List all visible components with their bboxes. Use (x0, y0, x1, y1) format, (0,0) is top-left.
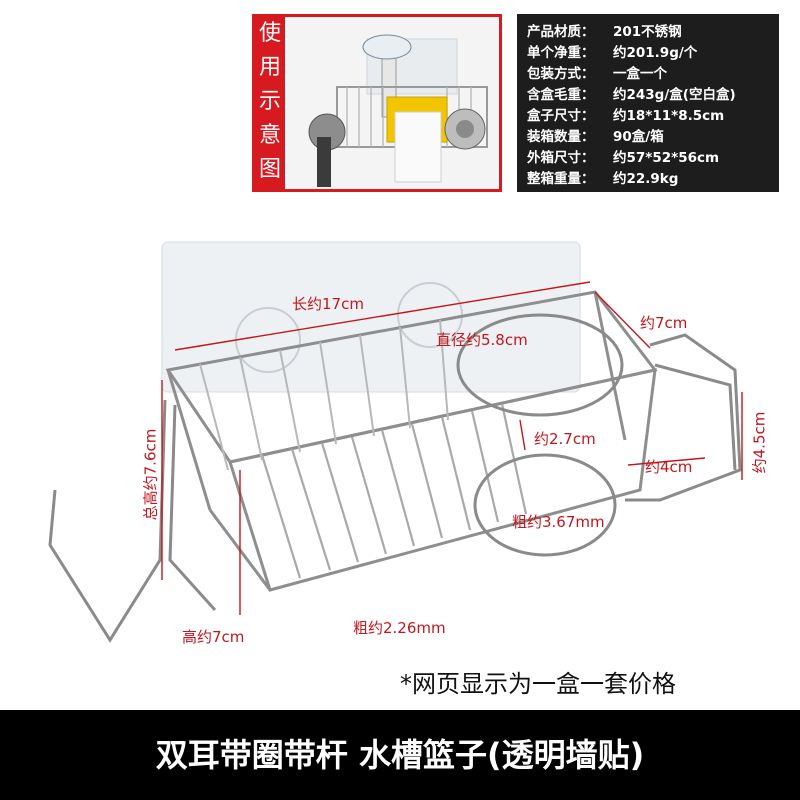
wall-sticker (161, 241, 581, 393)
spec-value: 一盒一个 (613, 66, 667, 82)
spec-row: 盒子尺寸： 约18*11*8.5cm (527, 104, 724, 124)
footer-banner: 双耳带圈带杆 水槽篮子(透明墙贴) (0, 710, 800, 800)
spec-table: 产品材质： 201不锈钢 单个净重： 约201.9g/个 包装方式： 一盒一个 含盒毛… (517, 14, 779, 192)
basket-back-wires (199, 319, 449, 471)
usage-illustration-panel: 使 用 示 意 图 (252, 14, 502, 192)
spec-label: 装箱数量： (527, 129, 595, 145)
usage-photo (287, 17, 499, 189)
spec-row: 单个净重： 约201.9g/个 (527, 41, 697, 61)
spec-label: 整箱重量： (527, 171, 595, 187)
spec-label: 盒子尺寸： (527, 108, 595, 124)
spec-row: 含盒毛重： 约243g/盒(空白盒) (527, 83, 736, 103)
spec-value: 约57*52*56cm (613, 150, 720, 166)
usage-label-char: 图 (258, 157, 281, 182)
dimension-length: 长约17cm (292, 295, 364, 313)
dimension-ring-wire: 粗约3.67mm (512, 513, 605, 531)
spec-value: 90盒/箱 (613, 129, 664, 145)
spec-row: 产品材质： 201不锈钢 (527, 20, 682, 40)
spec-label: 包装方式： (527, 66, 595, 82)
right-ear (625, 333, 742, 502)
dimension-ear-width: 约4cm (645, 458, 693, 476)
basket-wires (260, 403, 528, 579)
price-note: *网页显示为一盒一套价格 (400, 670, 676, 698)
spec-value: 约18*11*8.5cm (613, 108, 725, 124)
usage-label-char: 用 (258, 55, 281, 80)
dimension-width: 约7cm (640, 314, 688, 332)
spec-value: 约243g/盒(空白盒) (613, 87, 736, 103)
sink-basket-drawing (48, 241, 743, 643)
dimension-gap: 约2.7cm (534, 430, 596, 448)
dimension-ring-diameter: 直径约5.8cm (436, 331, 528, 349)
spec-row: 整箱重量： 约22.9kg (527, 167, 678, 187)
basket-frame (165, 290, 658, 592)
spec-value: 201不锈钢 (613, 24, 682, 40)
usage-illustration-label: 使 用 示 意 图 (255, 17, 285, 189)
spec-row: 外箱尺寸： 约57*52*56cm (527, 146, 719, 166)
spec-label: 外箱尺寸： (527, 150, 595, 166)
dimension-lines (161, 281, 743, 615)
dimension-ear-height: 约4.5cm (750, 411, 769, 474)
dimension-height: 高约7cm (182, 628, 245, 646)
usage-label-char: 意 (258, 123, 281, 148)
product-title: 双耳带圈带杆 水槽篮子(透明墙贴) (155, 736, 645, 774)
spec-value: 约22.9kg (613, 171, 679, 187)
ring-holders (456, 313, 624, 557)
usage-label-char: 使 (258, 21, 281, 46)
dimension-total-height: 总高约7.6cm (141, 428, 160, 521)
spec-value: 约201.9g/个 (613, 45, 698, 61)
spec-label: 含盒毛重： (527, 87, 595, 103)
usage-label-char: 示 (258, 89, 281, 114)
dimension-wire: 粗约2.26mm (353, 619, 446, 637)
spec-row: 装箱数量： 90盒/箱 (527, 125, 664, 145)
spec-row: 包装方式： 一盒一个 (527, 62, 667, 82)
left-ear (48, 399, 217, 643)
spec-label: 单个净重： (527, 45, 595, 61)
spec-label: 产品材质： (527, 24, 595, 40)
